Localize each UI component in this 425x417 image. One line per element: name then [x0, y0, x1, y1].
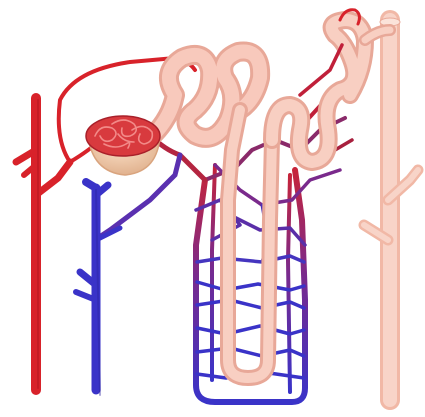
bowmans-capsule [86, 116, 160, 175]
vasa-recta-inner-left [212, 165, 215, 380]
renal-vein [76, 182, 120, 395]
renal-tubule [150, 20, 390, 378]
vasa-recta-inner-right [288, 175, 290, 392]
collecting-duct [364, 18, 418, 400]
